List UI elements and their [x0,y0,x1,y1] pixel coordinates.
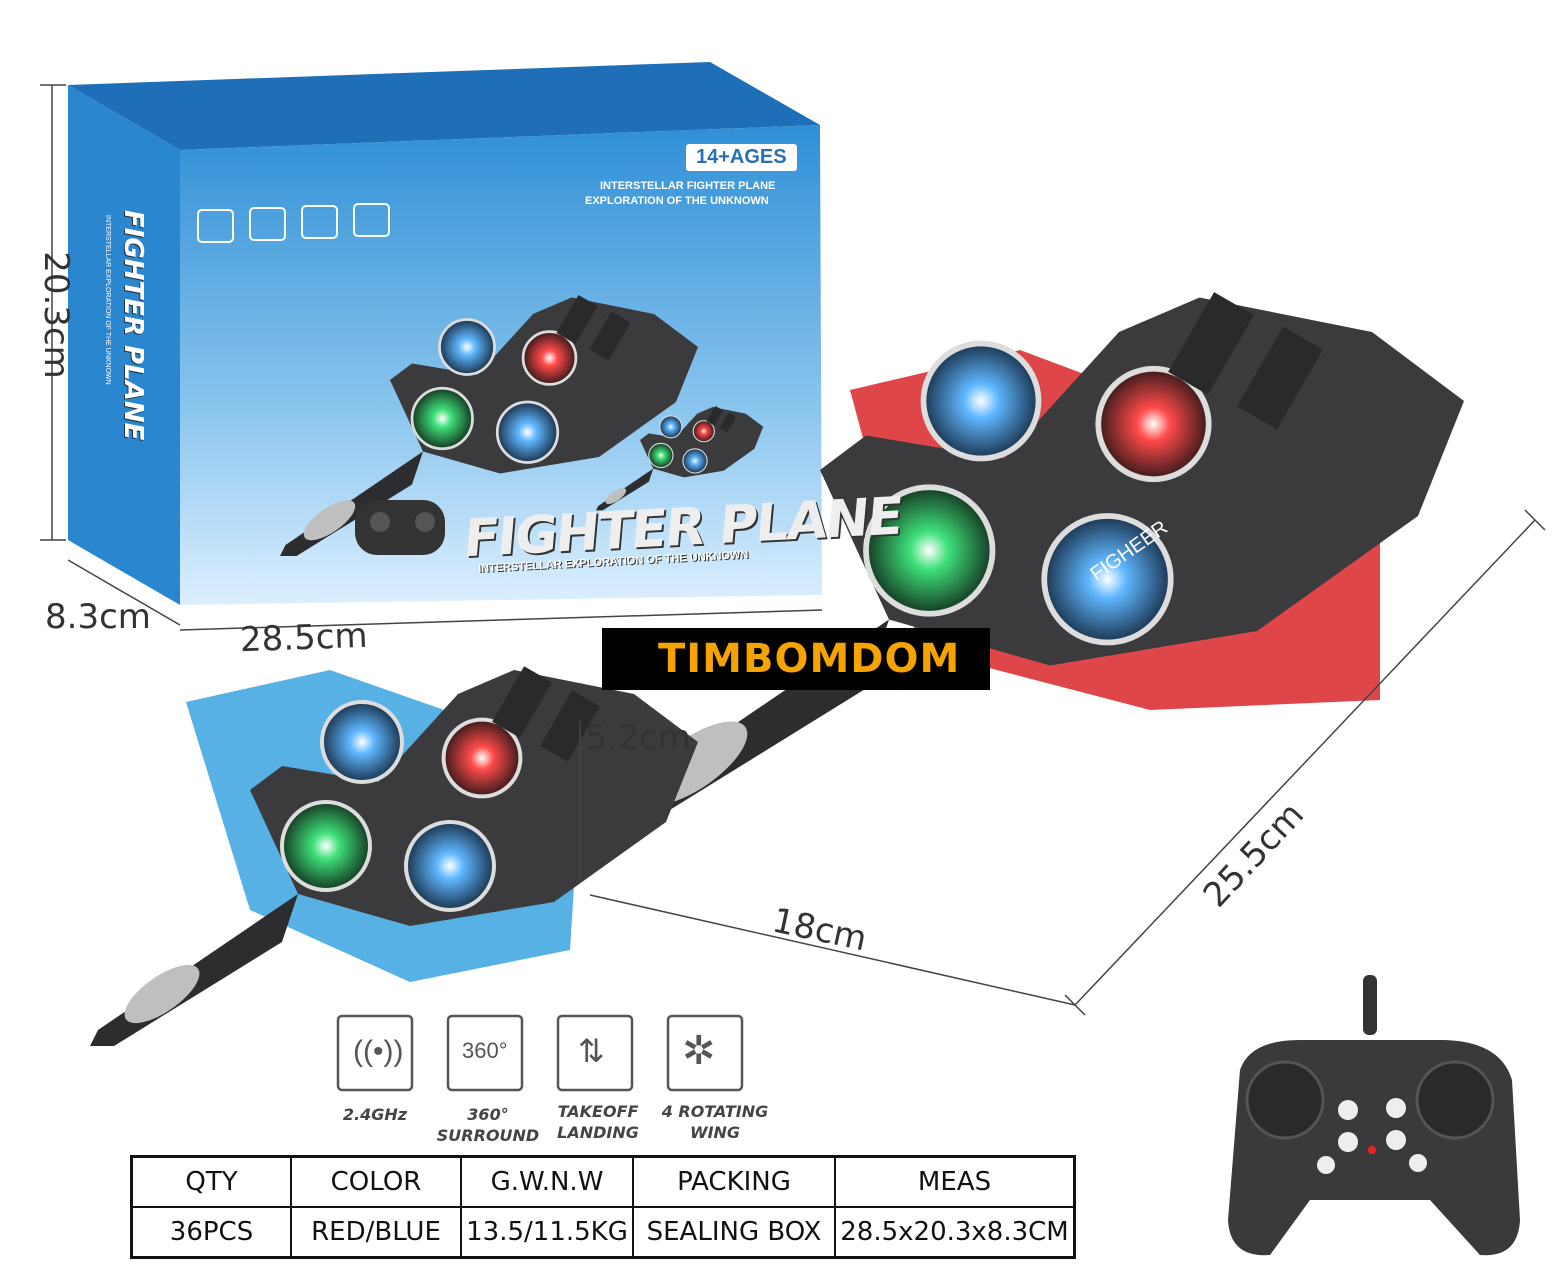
dimension-lines [40,84,1546,1016]
cell-weight: 13.5/11.5KG [460,1206,634,1259]
feature-icon-frames [336,1014,744,1092]
header-qty: QTY [130,1155,292,1208]
rotate-360-icon: 360° [462,1038,508,1063]
box-height-label: 20.3cm [35,251,76,379]
plane-height-label: 5.2cm [585,718,691,758]
header-color: COLOR [290,1155,462,1208]
brand-logo: TIMBOMDOM [602,628,990,690]
product-box [68,62,822,605]
box-tagline-1: INTERSTELLAR FIGHTER PLANE [600,180,776,192]
takeoff-landing-icon: ⇅ [578,1033,605,1069]
feature-label: 360°SURROUND [436,1105,540,1145]
box-tagline-2: EXPLORATION OF THE UNKNOWN [585,195,769,207]
blue-fighter-plane [90,666,698,1046]
header-meas: MEAS [834,1155,1076,1208]
cell-meas: 28.5x20.3x8.3CM [834,1206,1076,1259]
cell-color: RED/BLUE [290,1206,462,1259]
feature-label: 2.4GHz [342,1105,408,1124]
table-header-row: QTY COLOR G.W.N.W PACKING MEAS [130,1155,1076,1208]
box-side-title: FIGHTER PLANE [118,210,148,441]
box-side-subtitle: INTERSTELLAR EXPLORATION OF THE UNKNOWN [104,215,111,385]
header-weight: G.W.N.W [460,1155,634,1208]
box-width-label: 28.5cm [239,615,369,661]
spec-table: QTY COLOR G.W.N.W PACKING MEAS 36PCS RED… [130,1155,1076,1259]
box-depth-label: 8.3cm [45,597,151,637]
age-badge: 14+AGES [686,144,797,171]
cell-qty: 36PCS [130,1206,292,1259]
box-controller-image [355,500,445,555]
cell-packing: SEALING BOX [632,1206,836,1259]
remote-controller [1228,975,1520,1256]
wireless-signal-icon: ((•)) [353,1035,404,1068]
fan-rotor-icon: ✲ [682,1029,716,1073]
header-packing: PACKING [632,1155,836,1208]
table-row: 36PCS RED/BLUE 13.5/11.5KG SEALING BOX 2… [130,1206,1076,1259]
red-fighter-plane [590,292,1464,838]
